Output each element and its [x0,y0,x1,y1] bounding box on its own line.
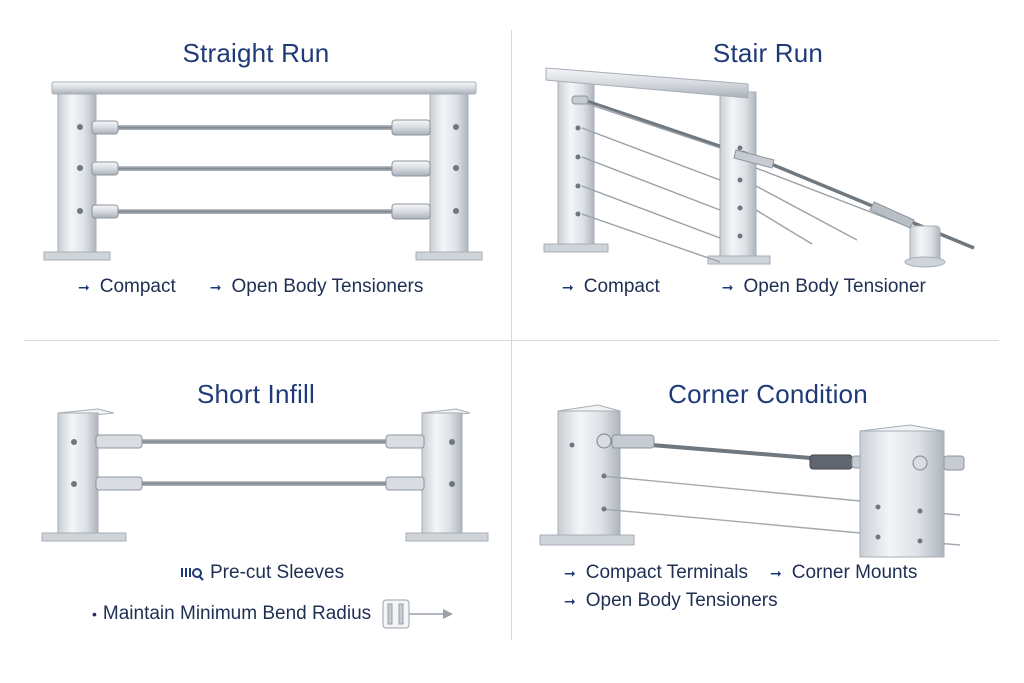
caption-row: • Maintain Minimum Bend Radius [92,597,457,631]
arrow-right-icon: ➞ [721,278,734,295]
caption-pre-cut-sleeves: Pre-cut Sleeves [210,562,345,583]
panel-title: Straight Run [182,38,330,68]
stair-top-rail [545,67,749,99]
arrow-right-icon: ➞ [209,278,222,295]
infill-bolts [71,439,455,487]
caption-compact-terminals: Compact Terminals [585,562,748,583]
stair-run-illustration [543,67,975,268]
panel-title: Short Infill [196,379,315,409]
panel-title: Corner Condition [668,379,868,409]
panel-title: Stair Run [712,38,824,68]
caption-row: Pre-cut Sleeves [180,562,344,584]
caption-row: ➞ Open Body Tensioners [564,590,778,612]
caption-open-body-tensioners: Open Body Tensioners [231,276,424,297]
stair-base-mount [904,225,946,268]
arrow-right-icon: ➞ [564,592,576,609]
panel-short-infill: Short Infill [0,341,512,682]
sleeve-icon [181,568,204,581]
panel-straight-run: Straight Run [0,0,512,341]
panel-corner-condition: Corner Condition [512,341,1024,682]
bullet-icon: • [92,606,97,622]
panel-stair-run: Stair Run [512,0,1024,341]
caption-bend-radius: Maintain Minimum Bend Radius [102,603,372,624]
straight-cables [96,125,430,214]
infill-posts [41,408,489,542]
straight-top-rail [51,81,477,95]
stair-posts [543,77,771,265]
caption-row: ➞ Compact ➞ Open Body Tensioner [562,276,926,298]
corner-right-post [859,424,965,558]
straight-run-illustration [43,81,483,261]
corner-condition-illustration [539,404,965,558]
arrow-right-icon: ➞ [78,278,90,295]
caption-row: ➞ Compact Terminals ➞ Corner Mounts [564,562,917,584]
corner-left-post [539,404,635,546]
bend-radius-icon [382,599,454,629]
straight-fittings [91,119,431,220]
stair-cables [581,101,913,263]
caption-corner-mounts: Corner Mounts [791,562,918,583]
corner-bolts [569,442,923,544]
infill-cables [98,439,422,486]
caption-open-body-tensioners: Open Body Tensioners [585,590,778,611]
infill-fittings [95,434,425,491]
horizontal-divider [24,340,999,341]
straight-bolts [77,124,459,214]
stair-bolts [575,125,743,239]
caption-compact: Compact [583,276,660,297]
arrow-right-icon: ➞ [770,564,782,581]
arrow-right-icon: ➞ [564,564,576,581]
short-infill-illustration [41,408,489,542]
caption-row: ➞ Compact ➞ Open Body Tensioners [78,276,423,298]
caption-compact: Compact [99,276,176,297]
arrow-right-icon: ➞ [562,278,574,295]
caption-open-body-tensioner: Open Body Tensioner [743,276,926,297]
vertical-divider [511,30,512,640]
